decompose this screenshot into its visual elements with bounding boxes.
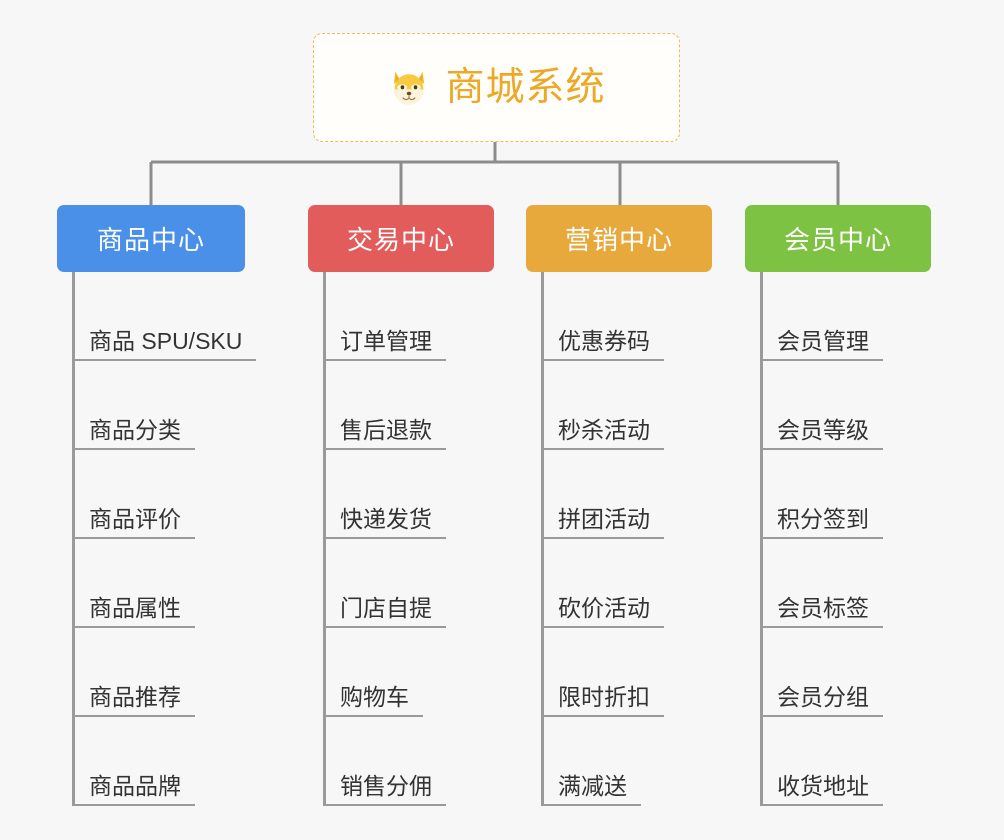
leaf-item-label: 购物车	[326, 684, 423, 717]
leaf-item[interactable]: 满减送	[544, 717, 641, 806]
column-rail	[72, 272, 75, 806]
leaf-item-label: 积分签到	[763, 506, 883, 539]
leaf-item-label: 门店自提	[326, 595, 446, 628]
column-rail	[760, 272, 763, 806]
leaf-item-label: 商品属性	[75, 595, 195, 628]
leaf-item-label: 售后退款	[326, 417, 446, 450]
column-rail	[323, 272, 326, 806]
leaf-item-label: 商品评价	[75, 506, 195, 539]
category-label: 会员中心	[783, 225, 892, 255]
leaf-item[interactable]: 会员等级	[763, 361, 883, 450]
leaf-item[interactable]: 销售分佣	[326, 717, 446, 806]
leaf-item-label: 商品 SPU/SKU	[75, 328, 257, 361]
leaf-item[interactable]: 积分签到	[763, 450, 883, 539]
leaf-item-label: 会员管理	[763, 328, 883, 361]
leaf-item[interactable]: 限时折扣	[544, 628, 664, 717]
leaf-item-label: 拼团活动	[544, 506, 664, 539]
leaf-item[interactable]: 会员标签	[763, 539, 883, 628]
leaf-item[interactable]: 拼团活动	[544, 450, 664, 539]
leaf-item[interactable]: 快递发货	[326, 450, 446, 539]
leaf-item-label: 限时折扣	[544, 684, 664, 717]
category-chip-2[interactable]: 交易中心	[308, 205, 494, 272]
leaf-item-label: 会员等级	[763, 417, 883, 450]
category-label: 交易中心	[346, 225, 455, 255]
leaf-item[interactable]: 售后退款	[326, 361, 446, 450]
leaf-item[interactable]: 商品推荐	[75, 628, 195, 717]
leaf-item-label: 会员分组	[763, 684, 883, 717]
leaf-item[interactable]: 会员分组	[763, 628, 883, 717]
leaf-item[interactable]: 商品评价	[75, 450, 195, 539]
leaf-item-label: 秒杀活动	[544, 417, 664, 450]
shiba-dog-face-icon	[387, 66, 431, 110]
leaf-item-label: 会员标签	[763, 595, 883, 628]
leaf-item-label: 商品分类	[75, 417, 195, 450]
leaf-item-label: 收货地址	[763, 773, 883, 806]
leaf-item[interactable]: 订单管理	[326, 272, 446, 361]
leaf-item-label: 优惠券码	[544, 328, 664, 361]
category-chip-4[interactable]: 会员中心	[745, 205, 931, 272]
leaf-item-label: 满减送	[544, 773, 641, 806]
leaf-item-label: 商品品牌	[75, 773, 195, 806]
leaf-item[interactable]: 商品属性	[75, 539, 195, 628]
leaf-item[interactable]: 商品 SPU/SKU	[75, 272, 257, 361]
leaf-item-label: 商品推荐	[75, 684, 195, 717]
root-title: 商城系统	[445, 66, 606, 109]
leaf-item[interactable]: 商品品牌	[75, 717, 195, 806]
category-label: 商品中心	[96, 225, 205, 255]
leaf-item[interactable]: 会员管理	[763, 272, 883, 361]
category-chip-3[interactable]: 营销中心	[526, 205, 712, 272]
category-chip-1[interactable]: 商品中心	[57, 205, 245, 272]
column-rail	[541, 272, 544, 806]
category-label: 营销中心	[564, 225, 673, 255]
leaf-item-label: 快递发货	[326, 506, 446, 539]
leaf-item[interactable]: 收货地址	[763, 717, 883, 806]
leaf-item[interactable]: 购物车	[326, 628, 423, 717]
leaf-item-label: 砍价活动	[544, 595, 664, 628]
leaf-item-label: 订单管理	[326, 328, 446, 361]
leaf-item[interactable]: 砍价活动	[544, 539, 664, 628]
leaf-item-label: 销售分佣	[326, 773, 446, 806]
leaf-item[interactable]: 门店自提	[326, 539, 446, 628]
root-node[interactable]: 商城系统	[313, 33, 680, 142]
leaf-item[interactable]: 优惠券码	[544, 272, 664, 361]
leaf-item[interactable]: 秒杀活动	[544, 361, 664, 450]
leaf-item[interactable]: 商品分类	[75, 361, 195, 450]
